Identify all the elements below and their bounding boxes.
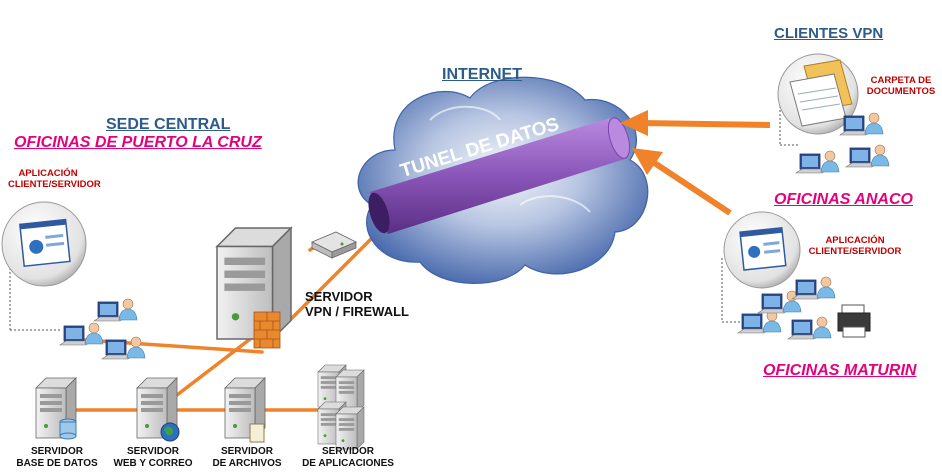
vpn-arrows — [620, 110, 771, 216]
oficinas-anaco-heading: OFICINAS ANACO — [774, 191, 913, 208]
data-tunnel — [368, 117, 631, 234]
firewall-icon — [253, 311, 281, 349]
printer-icon — [837, 304, 871, 338]
document-icon — [249, 423, 265, 443]
database-icon — [59, 418, 77, 440]
clientes-vpn-heading: CLIENTES VPN — [774, 25, 884, 42]
sede-central-heading: SEDE CENTRAL — [106, 116, 231, 133]
oficinas-puerto-heading: OFICINAS DE PUERTO LA CRUZ — [14, 134, 262, 151]
router-device — [311, 231, 357, 259]
application-servers — [317, 364, 365, 450]
globe-icon — [160, 422, 180, 442]
left-application-bubble — [1, 201, 87, 331]
left-users — [59, 298, 146, 360]
documents-bubble — [777, 53, 859, 146]
oficinas-maturin-heading: OFICINAS MATURIN — [763, 362, 917, 379]
internet-heading: INTERNET — [442, 66, 522, 83]
right-application-bubble — [721, 211, 801, 323]
